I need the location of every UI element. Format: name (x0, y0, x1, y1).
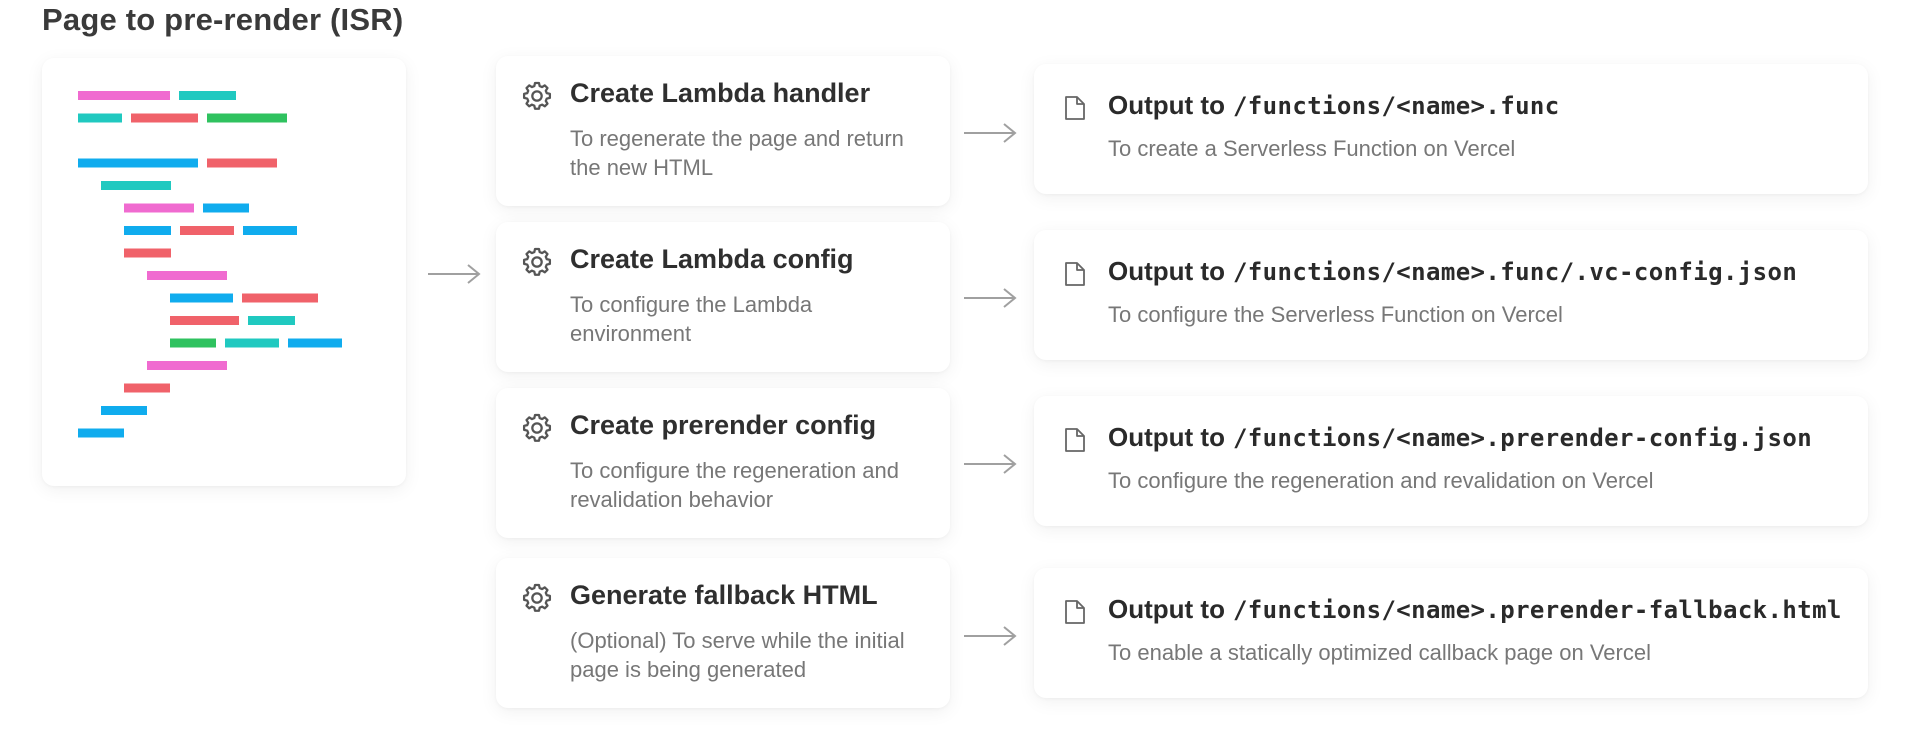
output-title: Output to/functions/<name>.func/.vc-conf… (1108, 256, 1797, 287)
step-title: Create prerender config (570, 410, 877, 440)
output-label: Output to (1108, 422, 1225, 452)
output-path: /functions/<name>.func/.vc-config.json (1232, 258, 1798, 286)
code-token-bar (170, 316, 239, 325)
arrow-right-icon (964, 626, 1017, 646)
code-token-bar (78, 158, 198, 168)
code-token-bar (131, 113, 198, 123)
arrow-right-icon (428, 264, 481, 284)
step-card-lambda-handler: Create Lambda handler To regenerate the … (496, 56, 950, 206)
step-card-prerender-config: Create prerender config To configure the… (496, 388, 950, 538)
code-token-bar (101, 406, 147, 415)
code-token-bar (170, 338, 216, 348)
code-preview-illustration (78, 91, 342, 438)
output-path: /functions/<name>.func (1232, 92, 1560, 120)
gear-icon (522, 583, 552, 612)
arrow-right-icon (964, 288, 1017, 308)
arrow-right-icon (964, 454, 1017, 474)
output-card-prerender-fallback: Output to/functions/<name>.prerender-fal… (1034, 568, 1868, 698)
step-card-lambda-config: Create Lambda config To configure the La… (496, 222, 950, 372)
code-token-bar (179, 91, 236, 100)
file-icon (1065, 428, 1085, 452)
code-token-bar (78, 113, 122, 123)
output-title: Output to/functions/<name>.func (1108, 90, 1560, 121)
code-token-bar (207, 113, 287, 123)
step-description: To regenerate the page and return the ne… (570, 126, 904, 180)
code-token-bar (124, 203, 194, 213)
gear-icon (522, 247, 552, 276)
file-icon (1065, 96, 1085, 120)
code-token-bar (101, 181, 171, 190)
code-preview-card (42, 58, 406, 486)
output-title: Output to/functions/<name>.prerender-fal… (1108, 594, 1842, 625)
step-description: (Optional) To serve while the initial pa… (570, 628, 905, 682)
file-icon (1065, 600, 1085, 624)
step-title: Generate fallback HTML (570, 580, 878, 610)
code-token-bar (124, 226, 171, 235)
code-token-bar (78, 428, 124, 438)
output-description: To configure the Serverless Function on … (1108, 302, 1563, 327)
code-token-bar (147, 361, 227, 370)
output-card-vc-config: Output to/functions/<name>.func/.vc-conf… (1034, 230, 1868, 360)
code-token-bar (203, 203, 249, 213)
output-description: To configure the regeneration and revali… (1108, 468, 1654, 493)
code-token-bar (78, 91, 170, 100)
code-token-bar (147, 271, 227, 280)
page-title: Page to pre-render (ISR) (42, 2, 404, 37)
code-token-bar (170, 293, 233, 303)
output-title: Output to/functions/<name>.prerender-con… (1108, 422, 1812, 453)
code-token-bar (124, 383, 170, 393)
gear-icon (522, 413, 552, 442)
gear-icon (522, 81, 552, 110)
output-label: Output to (1108, 90, 1225, 120)
step-title: Create Lambda config (570, 244, 854, 274)
output-card-prerender-config: Output to/functions/<name>.prerender-con… (1034, 396, 1868, 526)
code-token-bar (225, 338, 279, 348)
code-token-bar (180, 226, 234, 235)
output-label: Output to (1108, 594, 1225, 624)
code-token-bar (242, 293, 318, 303)
step-card-fallback-html: Generate fallback HTML (Optional) To ser… (496, 558, 950, 708)
code-token-bar (288, 338, 342, 348)
output-description: To enable a statically optimized callbac… (1108, 640, 1651, 665)
code-token-bar (243, 226, 297, 235)
output-path: /functions/<name>.prerender-fallback.htm… (1232, 596, 1842, 624)
step-description: To configure the Lambda environment (570, 292, 813, 346)
output-card-func: Output to/functions/<name>.func To creat… (1034, 64, 1868, 194)
arrow-right-icon (964, 123, 1017, 143)
code-token-bar (124, 248, 171, 258)
code-token-bar (248, 316, 295, 325)
output-label: Output to (1108, 256, 1225, 286)
output-path: /functions/<name>.prerender-config.json (1232, 424, 1813, 452)
step-title: Create Lambda handler (570, 78, 871, 108)
code-token-bar (207, 158, 277, 168)
step-description: To configure the regeneration and revali… (570, 458, 900, 512)
file-icon (1065, 262, 1085, 286)
output-description: To create a Serverless Function on Verce… (1108, 136, 1516, 161)
